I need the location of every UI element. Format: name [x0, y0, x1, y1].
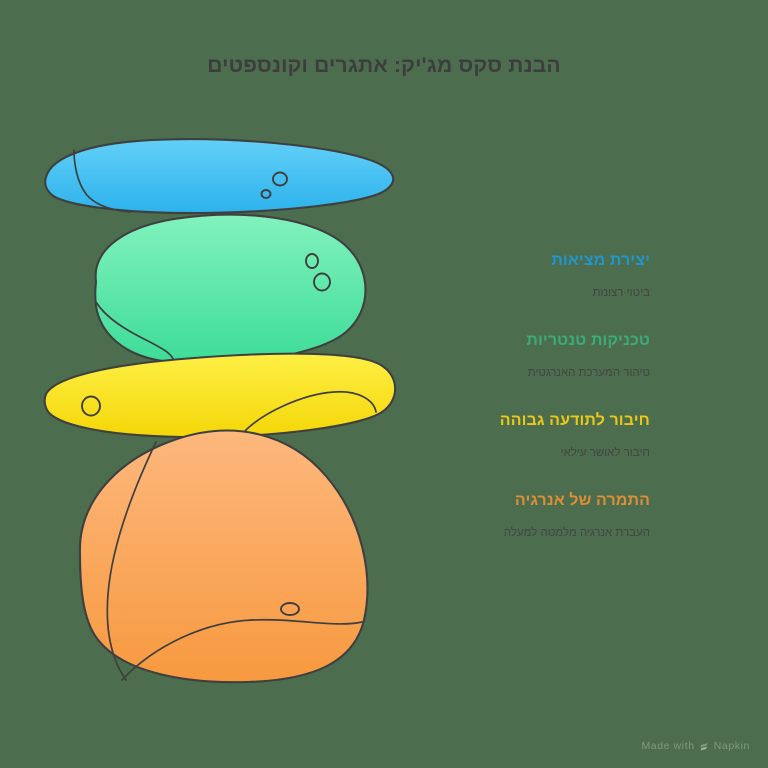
- watermark-brand: Napkin: [713, 740, 750, 752]
- legend-item-4-title: התמרה של אנרגיה: [514, 492, 650, 509]
- legend-item-2[interactable]: טכניקות טנטריות טיהור המערכת האנרגטית: [310, 330, 650, 381]
- legend-item-3[interactable]: חיבור לתודעה גבוהה חיבור לאושר עילאי: [310, 410, 650, 461]
- legend-item-4[interactable]: התמרה של אנרגיה העברת אנרגיה מלמטה למעלה: [310, 490, 650, 541]
- legend-item-2-title: טכניקות טנטריות: [526, 332, 650, 349]
- page-title: הבנת סקס מג'יק: אתגרים וקונספטים: [207, 54, 561, 77]
- napkin-watermark[interactable]: Made with Napkin: [641, 740, 750, 752]
- watermark-prefix: Made with: [641, 740, 695, 752]
- legend-item-3-subtitle: חיבור לאושר עילאי: [560, 447, 650, 459]
- legend-item-2-subtitle: טיהור המערכת האנרגטית: [527, 367, 650, 379]
- stone-blue: [44, 138, 395, 215]
- stacked-stones-illustration: [34, 124, 424, 684]
- legend-item-3-title: חיבור לתודעה גבוהה: [499, 412, 650, 429]
- stone-yellow: [43, 352, 397, 439]
- legend-list: יצירת מציאות ביטוי רצונות טכניקות טנטריו…: [310, 250, 650, 541]
- stone-green: [94, 213, 367, 367]
- legend-item-1-subtitle: ביטוי רצונות: [592, 287, 650, 299]
- legend-item-1[interactable]: יצירת מציאות ביטוי רצונות: [310, 250, 650, 301]
- legend-item-4-subtitle: העברת אנרגיה מלמטה למעלה: [503, 527, 650, 539]
- stone-orange: [78, 429, 369, 684]
- legend-item-1-title: יצירת מציאות: [551, 252, 650, 269]
- napkin-logo-icon: [699, 742, 710, 753]
